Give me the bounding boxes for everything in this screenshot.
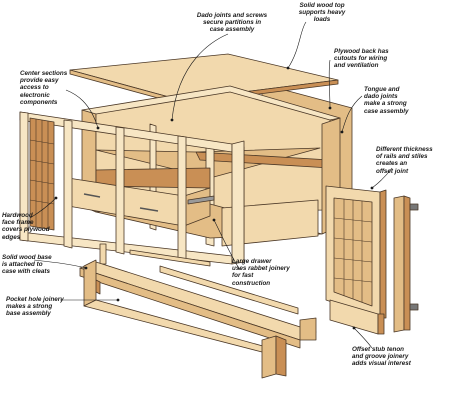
stub-tenon-rail <box>329 299 385 335</box>
callout-stub-tenon: Offset stub tenon and groove joinery add… <box>352 346 411 368</box>
callout-large-drawer: Large drawer uses rabbet joinery for fas… <box>232 258 290 287</box>
base-cleats <box>99 243 299 315</box>
callout-tongue-dado: Tongue and dado joints make a strong cas… <box>364 86 409 115</box>
solid-wood-base <box>79 259 317 379</box>
leader-lines <box>29 21 393 349</box>
callout-plywood-back: Plywood back has cutouts for wiring and … <box>334 48 389 70</box>
callout-rail-thickness: Different thickness of rails and stiles … <box>376 146 433 175</box>
callout-pocket-hole: Pocket hole joinery makes a strong base … <box>6 296 64 318</box>
callout-center-sections: Center sections provide easy access to e… <box>20 70 68 106</box>
callout-solid-wood-base: Solid wood base is attached to case with… <box>2 254 52 276</box>
right-lattice-door <box>325 185 387 319</box>
callout-solid-wood-top: Solid wood top supports heavy loads <box>298 2 346 24</box>
callout-face-frame: Hardwood face frame covers plywood edges <box>2 212 50 241</box>
callout-dado-screws: Dado joints and screws secure partitions… <box>196 12 268 34</box>
leader-dots <box>54 66 374 330</box>
face-frame <box>19 111 245 265</box>
door-stile <box>393 195 419 333</box>
